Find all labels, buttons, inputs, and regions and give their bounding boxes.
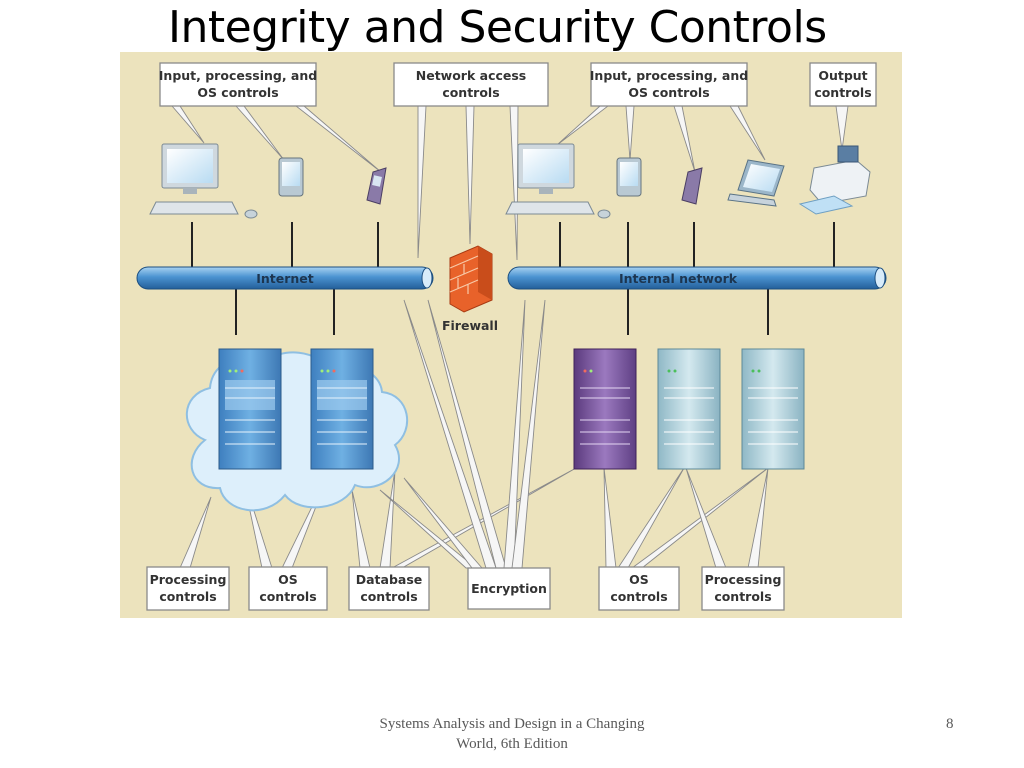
- svg-text:Output: Output: [818, 68, 867, 83]
- callout-output: Output controls: [809, 62, 877, 107]
- svg-text:Processing: Processing: [705, 572, 782, 587]
- internal-network-bus: Internal network: [507, 266, 887, 290]
- svg-text:Network access: Network access: [416, 68, 527, 83]
- desktop-computer-icon-2: [505, 143, 611, 219]
- svg-text:controls: controls: [814, 85, 871, 100]
- slide-footer: Systems Analysis and Design in a Changin…: [0, 714, 1024, 754]
- svg-text:controls: controls: [159, 589, 216, 604]
- svg-text:controls: controls: [714, 589, 771, 604]
- callout-network-access: Network access controls: [393, 62, 549, 107]
- svg-text:OS: OS: [629, 572, 649, 587]
- internal-server-1: [657, 348, 721, 470]
- callout-database: Database controls: [348, 566, 430, 611]
- footer-line-2: World, 6th Edition: [456, 736, 568, 752]
- mobile-phone-icon-2: [681, 167, 703, 205]
- callout-processing-left: Processing controls: [146, 566, 230, 611]
- cloud-server-1: [218, 348, 282, 470]
- svg-text:Input, processing, and: Input, processing, and: [159, 68, 317, 83]
- callout-encryption: Encryption: [467, 567, 551, 610]
- desktop-computer-icon: [149, 143, 258, 219]
- callout-input-os-right: Input, processing, and OS controls: [590, 62, 748, 107]
- svg-text:controls: controls: [610, 589, 667, 604]
- internal-server-2: [741, 348, 805, 470]
- cloud-server-2: [310, 348, 374, 470]
- svg-text:Database: Database: [356, 572, 423, 587]
- svg-text:OS: OS: [278, 572, 298, 587]
- svg-text:Input, processing, and: Input, processing, and: [590, 68, 748, 83]
- callout-os-right: OS controls: [598, 566, 680, 611]
- pda-icon: [278, 157, 304, 197]
- firewall-label: Firewall: [442, 318, 498, 333]
- svg-text:controls: controls: [442, 85, 499, 100]
- svg-text:Processing: Processing: [150, 572, 227, 587]
- callout-processing-right: Processing controls: [701, 566, 785, 611]
- callout-pointers: [171, 105, 849, 569]
- network-connectors: [191, 222, 835, 335]
- footer-line-1: Systems Analysis and Design in a Changin…: [379, 716, 645, 732]
- svg-text:Encryption: Encryption: [471, 581, 547, 596]
- callout-os-left: OS controls: [248, 566, 328, 611]
- slide-title: Integrity and Security Controls: [168, 2, 827, 53]
- svg-text:OS controls: OS controls: [628, 85, 709, 100]
- database-server: [573, 348, 637, 470]
- printer-icon: [798, 145, 871, 215]
- callout-input-os-left: Input, processing, and OS controls: [159, 62, 317, 107]
- laptop-icon: [727, 159, 785, 207]
- svg-text:controls: controls: [259, 589, 316, 604]
- internet-bus: Internet: [136, 266, 434, 290]
- internal-network-label: Internal network: [619, 271, 738, 286]
- page-number: 8: [946, 716, 954, 732]
- svg-text:OS controls: OS controls: [197, 85, 278, 100]
- internet-label: Internet: [256, 271, 314, 286]
- firewall-icon: [449, 245, 493, 313]
- mobile-phone-icon: [366, 167, 387, 205]
- pda-icon-2: [616, 157, 642, 197]
- svg-text:controls: controls: [360, 589, 417, 604]
